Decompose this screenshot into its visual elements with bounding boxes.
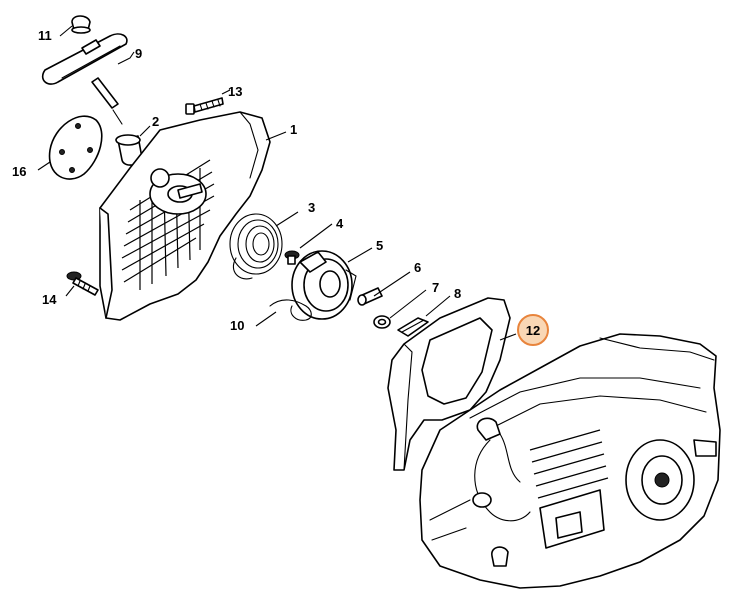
part-12-baffle[interactable]: [387, 297, 511, 471]
callout-4[interactable]: 4: [336, 216, 344, 231]
part-5-rope-rotor[interactable]: [291, 250, 357, 320]
part-3-rewind-spring[interactable]: [229, 213, 283, 280]
engine-housing: [419, 333, 721, 589]
callout-7[interactable]: 7: [432, 280, 439, 295]
callout-labels: 11 9 13 2 1 16 3 4 5 6 7 8 14 10: [12, 28, 461, 333]
callout-3[interactable]: 3: [308, 200, 315, 215]
part-13-screw[interactable]: [185, 97, 224, 115]
callout-11[interactable]: 11: [38, 28, 52, 43]
part-9-starter-handle[interactable]: [41, 33, 128, 125]
callout-8[interactable]: 8: [454, 286, 461, 301]
callout-13[interactable]: 13: [228, 84, 242, 99]
part-10-starter-rope[interactable]: [269, 299, 312, 321]
callout-2[interactable]: 2: [152, 114, 159, 129]
part-1-fan-housing[interactable]: [99, 111, 271, 321]
callout-9[interactable]: 9: [135, 46, 142, 61]
part-4-screw[interactable]: [284, 250, 300, 265]
callout-14[interactable]: 14: [42, 292, 57, 307]
highlight-callout-12[interactable]: 12: [517, 314, 549, 346]
callout-10[interactable]: 10: [230, 318, 244, 333]
leader-lines: [37, 25, 517, 341]
callout-5[interactable]: 5: [376, 238, 383, 253]
highlight-circle: [517, 314, 549, 346]
part-8-spring-clip[interactable]: [397, 317, 429, 337]
callout-6[interactable]: 6: [414, 260, 421, 275]
part-16-cover-plate[interactable]: [48, 115, 103, 180]
callout-1[interactable]: 1: [290, 122, 297, 137]
part-11-grip-cap[interactable]: [71, 15, 91, 34]
part-7-washer[interactable]: [373, 315, 391, 329]
part-14-screw[interactable]: [66, 271, 99, 296]
callout-16[interactable]: 16: [12, 164, 26, 179]
part-6-pawl-pin[interactable]: [357, 287, 383, 306]
callout-12[interactable]: 12: [526, 323, 540, 338]
